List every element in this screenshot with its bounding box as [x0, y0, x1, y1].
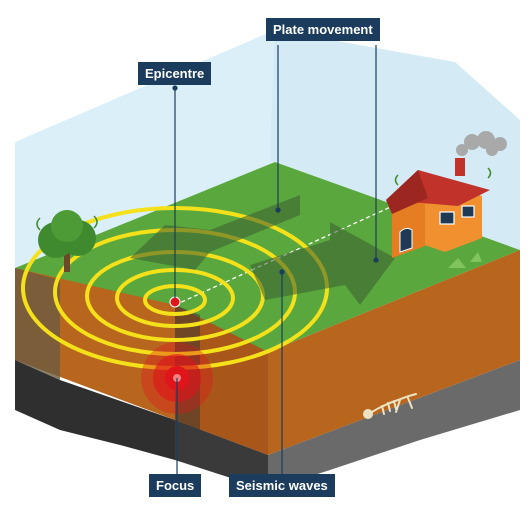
plate-arrow-icon-2: [250, 222, 395, 305]
tree-shake-marks: [36, 215, 98, 231]
fossil-skeleton-icon: [363, 393, 417, 419]
house-icon: [386, 158, 492, 268]
tree-icon: [36, 210, 98, 272]
plate-movement-label: Plate movement: [266, 18, 380, 41]
leader-plate-left-dot: [275, 207, 281, 213]
house-roof-gable: [386, 170, 428, 214]
house-debris: [448, 258, 466, 268]
rock-middle: [175, 420, 268, 490]
fossil-skull: [363, 409, 373, 419]
sky-panel-left: [15, 30, 275, 268]
tree-canopy-3: [51, 210, 83, 242]
smoke-puff-1: [456, 144, 468, 156]
rock-left: [15, 360, 175, 460]
seismic-waves-label: Seismic waves: [229, 474, 335, 497]
house-shake-marks: [394, 167, 492, 186]
fossil-ribs: [381, 400, 397, 415]
fossil-spine: [371, 393, 417, 413]
plate-arrow-icon: [130, 195, 300, 270]
epicentre-dot: [169, 296, 181, 308]
leader-epicentre-dot: [172, 85, 178, 91]
smoke-puff-2: [464, 134, 480, 150]
house-chimney: [455, 158, 465, 176]
soil-right-front: [268, 250, 520, 455]
chimney-smoke-icon: [456, 131, 507, 156]
focus-label: Focus: [149, 474, 202, 497]
fossil-legs: [395, 397, 413, 413]
leader-plate-right-dot: [373, 257, 379, 263]
house-door: [399, 227, 413, 253]
tree-trunk: [64, 250, 70, 272]
leader-lines: [172, 45, 379, 474]
leader-seismic-dot: [279, 269, 285, 275]
epicentre-label: Epicentre: [138, 62, 212, 85]
house-window: [439, 211, 455, 225]
rock-right: [268, 360, 520, 490]
house-window-2: [461, 205, 475, 218]
smoke-puff-5: [486, 144, 498, 156]
house-debris-2: [470, 252, 482, 262]
